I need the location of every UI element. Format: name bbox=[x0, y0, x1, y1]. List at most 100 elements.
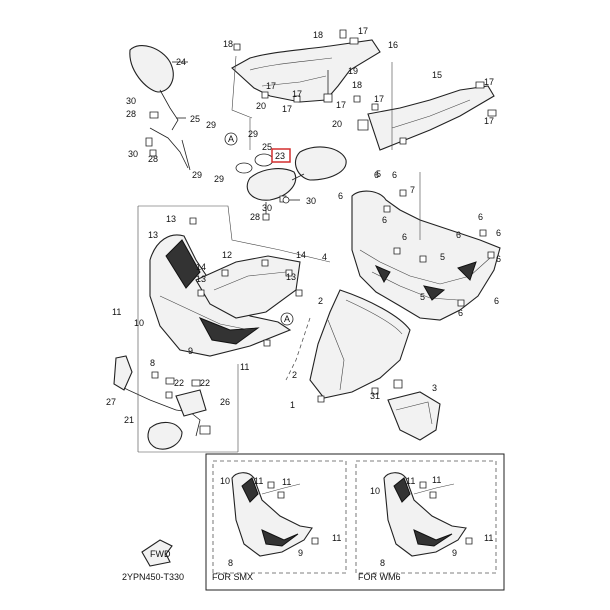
callout-5: 5 bbox=[376, 169, 381, 179]
callout-6: 6 bbox=[402, 232, 407, 242]
callout-18: 18 bbox=[352, 80, 362, 90]
callout-18: 18 bbox=[313, 30, 323, 40]
callout-10: 10 bbox=[370, 486, 380, 496]
callout-19: 19 bbox=[348, 66, 358, 76]
callout-13: 13 bbox=[196, 274, 206, 284]
variant-smx-cowl: 10 11 11 11 9 8 FOR SMX bbox=[212, 472, 341, 582]
svg-text:FWD: FWD bbox=[150, 549, 171, 559]
callout-11: 11 bbox=[432, 475, 441, 485]
callout-27: 27 bbox=[106, 397, 116, 407]
callout-18: 18 bbox=[223, 39, 233, 49]
variant-wm6-label: FOR WM6 bbox=[358, 572, 401, 582]
callout-28: 28 bbox=[126, 109, 136, 119]
callout-31: 31 bbox=[370, 391, 380, 401]
windscreen bbox=[285, 289, 411, 399]
callout-ref-a: A bbox=[228, 134, 234, 144]
callout-25: 25 bbox=[262, 142, 272, 152]
callout-28: 28 bbox=[148, 154, 158, 164]
callout-11: 11 bbox=[240, 362, 249, 372]
callout-14: 14 bbox=[296, 250, 306, 260]
callout-25: 25 bbox=[190, 114, 200, 124]
callout-26: 26 bbox=[220, 397, 230, 407]
front-cowl-inner bbox=[351, 189, 501, 321]
callout-6: 6 bbox=[338, 191, 343, 201]
callout-30: 30 bbox=[126, 96, 136, 106]
callout-1: 1 bbox=[290, 400, 295, 410]
callout-17: 17 bbox=[358, 26, 368, 36]
callout-6: 6 bbox=[382, 215, 387, 225]
callout-20: 20 bbox=[256, 101, 266, 111]
callout-28: 28 bbox=[250, 212, 260, 222]
callout-7: 7 bbox=[410, 185, 415, 195]
side-cowl-main bbox=[149, 217, 303, 357]
variant-wm6-cowl: 10 11 11 11 9 8 FOR WM6 bbox=[358, 472, 493, 582]
callout-11: 11 bbox=[406, 476, 415, 486]
diagram-code: 2YPN450-T330 bbox=[122, 572, 184, 582]
callout-17: 17 bbox=[484, 77, 494, 87]
variant-smx-label: FOR SMX bbox=[212, 572, 253, 582]
callout-4: 4 bbox=[322, 252, 327, 262]
callout-21: 21 bbox=[124, 415, 134, 425]
callout-22: 22 bbox=[200, 378, 210, 388]
callout-30: 30 bbox=[306, 196, 316, 206]
highlighted-callout-23[interactable]: 23 bbox=[271, 148, 291, 163]
mirror-assembly-right bbox=[235, 146, 347, 221]
callout-30: 30 bbox=[128, 149, 138, 159]
reference-markers bbox=[224, 132, 294, 326]
callout-13: 13 bbox=[286, 272, 296, 282]
callout-ref-a: A bbox=[284, 314, 290, 324]
callout-29: 29 bbox=[248, 129, 258, 139]
callout-10: 10 bbox=[220, 476, 230, 486]
variant-inset-frame bbox=[205, 453, 505, 591]
callout-5: 5 bbox=[440, 252, 445, 262]
callout-29: 29 bbox=[192, 170, 202, 180]
callout-2: 2 bbox=[318, 296, 323, 306]
callout-10: 10 bbox=[134, 318, 144, 328]
callout-8: 8 bbox=[228, 558, 233, 568]
callout-20: 20 bbox=[332, 119, 342, 129]
callout-24: 24 bbox=[176, 57, 186, 67]
callout-labels: 24 18 18 17 16 19 15 17 17 17 20 18 17 1… bbox=[106, 26, 501, 425]
callout-17: 17 bbox=[336, 100, 346, 110]
callout-17: 17 bbox=[484, 116, 494, 126]
callout-29: 29 bbox=[206, 120, 216, 130]
callout-6: 6 bbox=[392, 170, 397, 180]
callout-17: 17 bbox=[374, 94, 384, 104]
mirror-assembly-left bbox=[129, 45, 191, 171]
callout-9: 9 bbox=[298, 548, 303, 558]
callout-8: 8 bbox=[150, 358, 155, 368]
callout-6: 6 bbox=[494, 296, 499, 306]
callout-3: 3 bbox=[432, 383, 437, 393]
callout-29: 29 bbox=[214, 174, 224, 184]
callout-13: 13 bbox=[148, 230, 158, 240]
callout-17: 17 bbox=[282, 104, 292, 114]
upper-bracket-assembly bbox=[231, 29, 497, 151]
callout-17: 17 bbox=[266, 81, 276, 91]
callout-9: 9 bbox=[188, 346, 193, 356]
callout-22: 22 bbox=[174, 378, 184, 388]
callout-9: 9 bbox=[452, 548, 457, 558]
callout-15: 15 bbox=[432, 70, 442, 80]
callout-6: 6 bbox=[496, 254, 501, 264]
callout-2: 2 bbox=[292, 370, 297, 380]
callout-13: 13 bbox=[166, 214, 176, 224]
callout-11: 11 bbox=[282, 477, 291, 487]
callout-16: 16 bbox=[388, 40, 398, 50]
callout-6: 6 bbox=[374, 170, 379, 180]
cowl-stay-bracket bbox=[317, 379, 441, 441]
fwd-arrow-icon: FWD bbox=[141, 539, 173, 567]
callout-11: 11 bbox=[254, 476, 263, 486]
callout-12: 12 bbox=[222, 250, 232, 260]
callout-30: 30 bbox=[262, 203, 272, 213]
assembly-guide-lines bbox=[137, 55, 421, 453]
callout-8: 8 bbox=[380, 558, 385, 568]
callout-11: 11 bbox=[484, 533, 493, 543]
callout-5: 5 bbox=[420, 292, 425, 302]
callout-14: 14 bbox=[196, 262, 206, 272]
callout-6: 6 bbox=[458, 308, 463, 318]
callout-6: 6 bbox=[456, 230, 461, 240]
callout-6: 6 bbox=[478, 212, 483, 222]
svg-text:23: 23 bbox=[275, 151, 285, 161]
callout-11: 11 bbox=[332, 533, 341, 543]
